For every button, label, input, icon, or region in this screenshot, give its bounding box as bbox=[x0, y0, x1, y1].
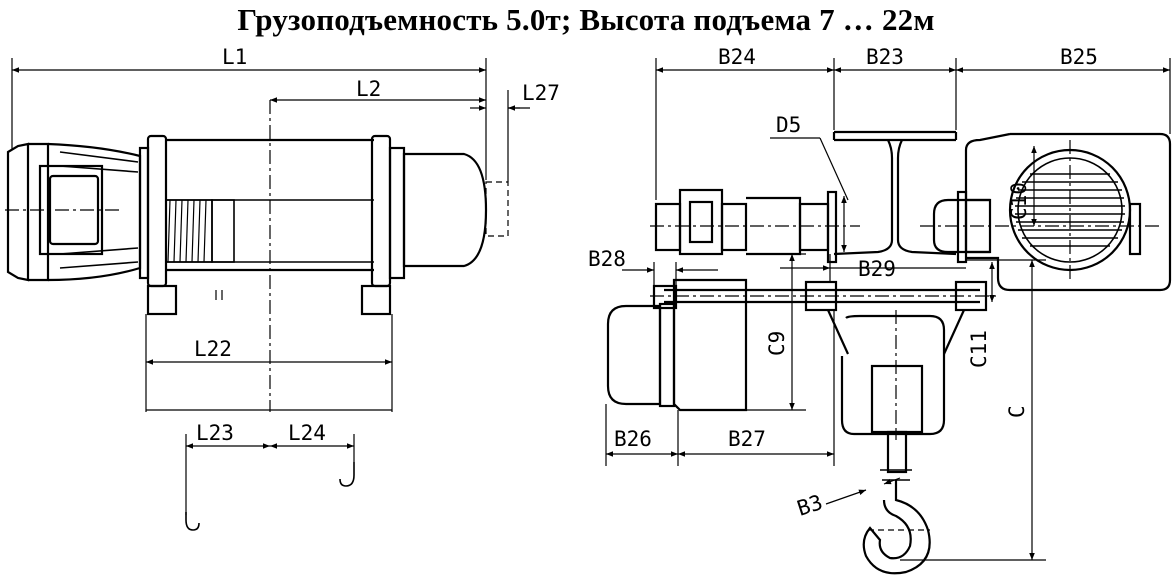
label-B24: B24 bbox=[718, 45, 756, 69]
i-beam bbox=[832, 130, 958, 256]
hook-icon bbox=[862, 480, 931, 575]
hook-left-small-icon bbox=[185, 512, 200, 531]
label-B27: B27 bbox=[728, 427, 766, 451]
label-D5: D5 bbox=[776, 113, 801, 137]
label-B25: B25 bbox=[1060, 45, 1098, 69]
label-L23: L23 bbox=[196, 421, 234, 445]
label-C9: C9 bbox=[765, 331, 789, 356]
label-C11: C11 bbox=[967, 330, 991, 368]
left-flange bbox=[138, 146, 150, 280]
label-L24: L24 bbox=[288, 421, 326, 445]
label-C10: C10 bbox=[1007, 182, 1031, 220]
label-L2: L2 bbox=[356, 77, 381, 101]
lower-gearbox bbox=[606, 278, 748, 412]
lower-axle bbox=[650, 280, 1000, 312]
drawing-title: Грузоподъемность 5.0т; Высота подъема 7 … bbox=[237, 2, 935, 37]
motor-front bbox=[964, 132, 1172, 292]
gearbox-cap bbox=[402, 152, 488, 268]
front-view: B24 B23 B25 D5 C10 B28 B29 C9 C11 bbox=[588, 45, 1172, 575]
trolley-left bbox=[650, 188, 860, 264]
label-B3: B3 bbox=[794, 490, 825, 521]
label-L22: L22 bbox=[194, 337, 232, 361]
label-B29: B29 bbox=[858, 257, 896, 281]
label-L1: L1 bbox=[222, 45, 247, 69]
hook-block bbox=[826, 309, 966, 481]
label-B26: B26 bbox=[614, 427, 652, 451]
hook-right-small-icon bbox=[339, 462, 355, 487]
label-C: C bbox=[1005, 405, 1029, 418]
label-L27: L27 bbox=[522, 81, 560, 105]
side-view: L1 L2 L27 L22 L23 L24 bbox=[5, 45, 560, 531]
label-B23: B23 bbox=[866, 45, 904, 69]
motor-side bbox=[6, 142, 142, 282]
label-B28: B28 bbox=[588, 247, 626, 271]
